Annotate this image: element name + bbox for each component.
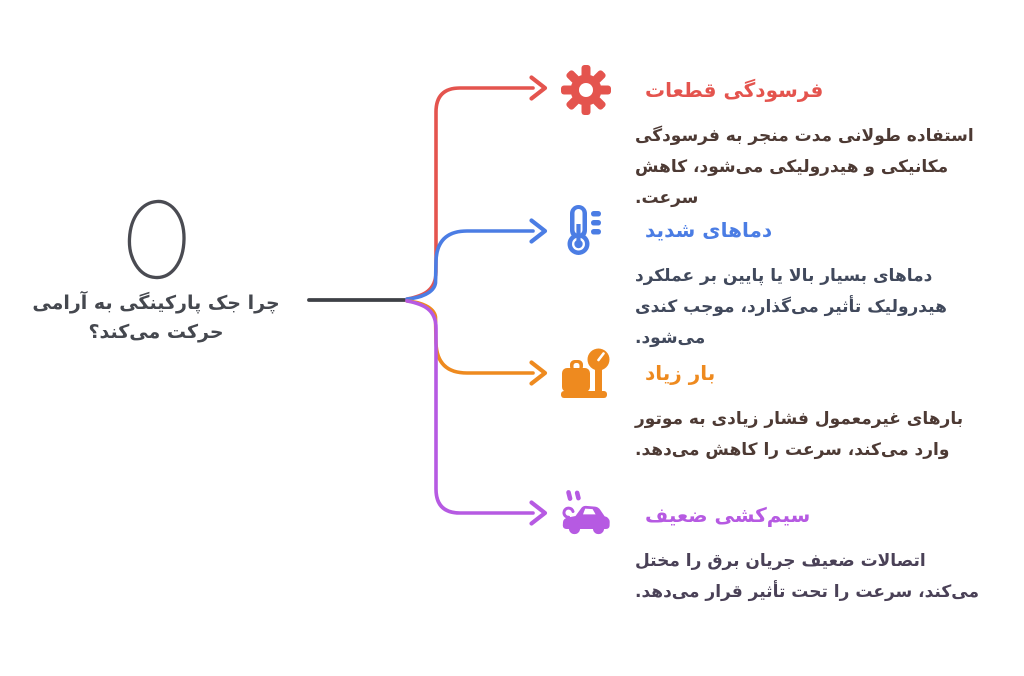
branch-description: دماهای بسیار بالا یا پایین بر عملکرد هید… <box>635 266 947 348</box>
branch-title: سیم‌کشی ضعیف <box>645 503 811 527</box>
branch-title: فرسودگی قطعات <box>645 78 824 102</box>
central-oval-shape <box>127 199 186 280</box>
broken-car-icon <box>562 490 610 535</box>
branch-line-extreme-temperatures <box>405 218 548 301</box>
branch-title: دماهای شدید <box>645 218 773 242</box>
branch-line-weak-wiring <box>405 299 548 526</box>
branch-title: بار زیاد <box>645 361 716 385</box>
branch-description: بارهای غیرمعمول فشار زیادی به موتور وارد… <box>635 409 964 460</box>
weighing-scale-icon <box>561 348 610 398</box>
central-topic-question: چرا جک پارکینگی به آرامی حرکت می‌کند؟ <box>32 292 280 343</box>
branch-line-heavy-load <box>405 299 548 386</box>
gear-icon <box>561 65 611 115</box>
branch-description: استفاده طولانی مدت منجر به فرسودگی مکانی… <box>635 126 974 208</box>
thermometer-icon <box>567 205 601 255</box>
branch-line-worn-parts <box>405 75 548 301</box>
branch-description: اتصالات ضعیف جریان برق را مختل می‌کند، س… <box>635 551 979 602</box>
